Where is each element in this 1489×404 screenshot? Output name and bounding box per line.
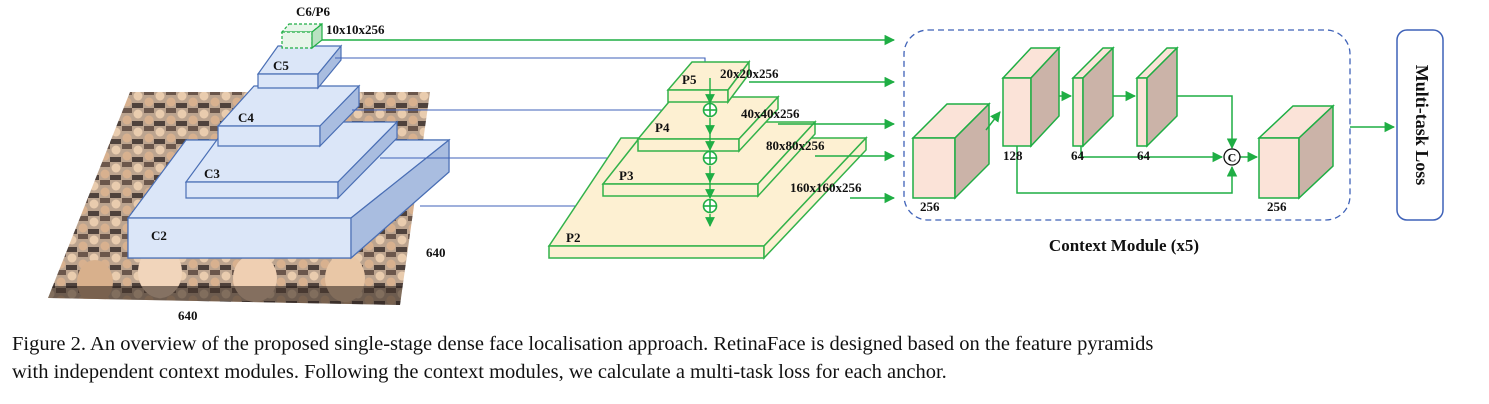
concat-circle-icon: C xyxy=(1223,148,1241,166)
p5-label: P5 xyxy=(682,72,697,87)
c3-label: C3 xyxy=(204,166,220,181)
context-input-arrows xyxy=(322,34,896,204)
p2-dim-label: 160x160x256 xyxy=(790,180,862,195)
p5-dim-label: 20x20x256 xyxy=(720,66,779,81)
plus-circle-icon xyxy=(702,102,718,118)
context-branch-64b-channels: 64 xyxy=(1137,148,1151,163)
height-label: 640 xyxy=(178,308,198,320)
context-branch-64-b xyxy=(1135,46,1179,148)
backbone-c5 xyxy=(256,44,343,90)
retinaface-architecture-diagram: C6/P6 10x10x256 C5 C4 C3 C2 640 640 xyxy=(48,4,1444,320)
context-module-box xyxy=(903,29,1351,221)
context-branch-128 xyxy=(1001,46,1061,148)
context-module-title: Context Module (x5) xyxy=(1049,236,1199,255)
caption-line-1: Figure 2. An overview of the proposed si… xyxy=(12,333,1154,355)
context-connections xyxy=(985,90,1396,194)
c2-label: C2 xyxy=(151,228,167,243)
c4-label: C4 xyxy=(238,110,254,125)
context-in-channels: 256 xyxy=(920,199,940,214)
context-branch-64a-channels: 64 xyxy=(1071,148,1085,163)
p3-dim-label: 80x80x256 xyxy=(766,138,825,153)
plus-circle-icon xyxy=(702,198,718,214)
caption-line-2: with independent context modules. Follow… xyxy=(12,361,947,383)
c5-label: C5 xyxy=(273,58,289,73)
c6-label: C6/P6 xyxy=(296,4,330,19)
pyramid-p4 xyxy=(636,95,780,153)
p4-label: P4 xyxy=(655,120,670,135)
multi-task-loss-box xyxy=(1396,29,1444,221)
plus-circle-icon xyxy=(702,150,718,166)
c6-dim-label: 10x10x256 xyxy=(326,22,385,37)
width-label: 640 xyxy=(426,245,446,260)
figure-caption: Figure 2. An overview of the proposed si… xyxy=(12,330,1482,386)
context-out-channels: 256 xyxy=(1267,199,1287,214)
context-branch-128-channels: 128 xyxy=(1003,148,1023,163)
context-input-block xyxy=(911,102,991,200)
backbone-c4 xyxy=(216,84,361,148)
p4-dim-label: 40x40x256 xyxy=(741,106,800,121)
context-output-block xyxy=(1257,104,1335,200)
context-branch-64-a xyxy=(1071,46,1115,148)
backbone-c6 xyxy=(280,22,324,50)
p2-label: P2 xyxy=(566,230,580,245)
concat-symbol: C xyxy=(1228,151,1237,165)
multi-task-loss-label: Multi-task Loss xyxy=(1412,65,1432,186)
p3-label: P3 xyxy=(619,168,634,183)
